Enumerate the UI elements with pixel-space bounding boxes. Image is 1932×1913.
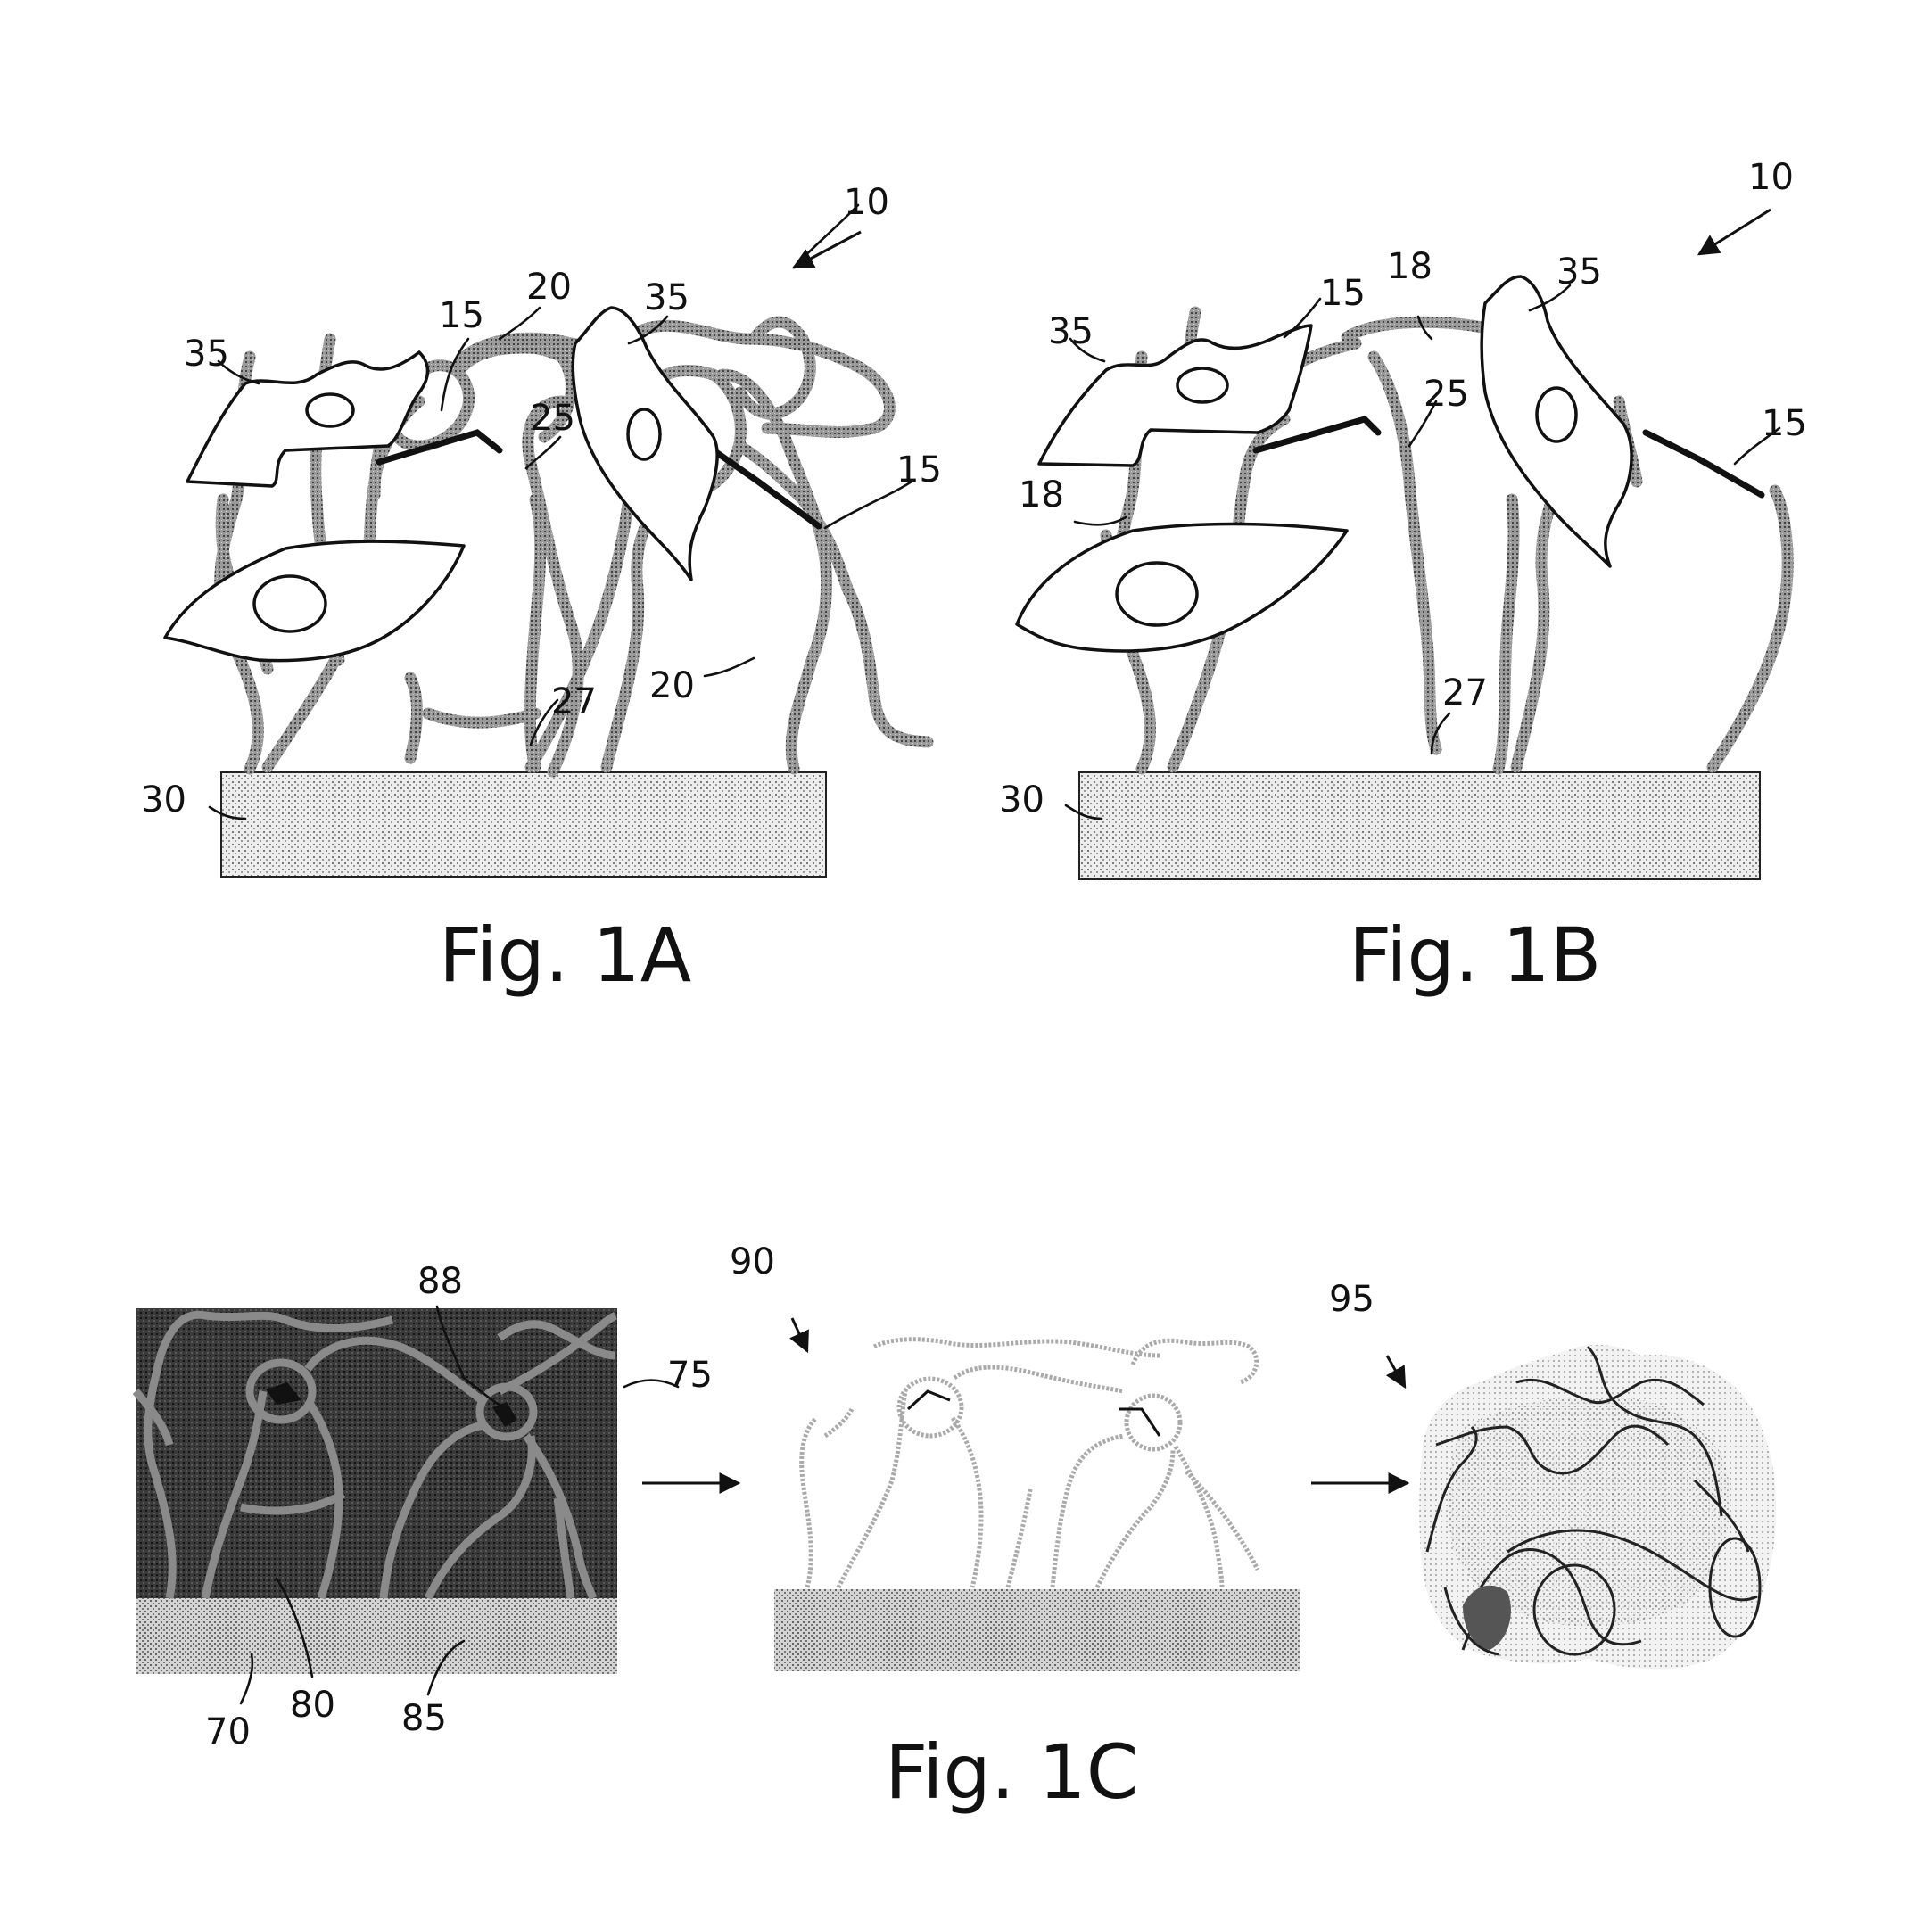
template-base-layer	[136, 1598, 617, 1674]
label-1a-substrate: 30	[141, 779, 186, 820]
label-1a-assembly: 10	[844, 182, 889, 223]
template-block	[136, 1308, 617, 1674]
figure-1b: 10 18 35 15 35 25 15 18 27 30 Fig. 1B	[999, 157, 1807, 999]
leaders-1b	[1066, 210, 1779, 819]
scaffold-crosslink-left	[908, 1391, 950, 1409]
reference-labels-1b: 10 18 35 15 35 25 15 18 27 30	[999, 157, 1807, 820]
label-1b-fiber-left: 18	[1019, 474, 1064, 515]
label-1a-cell-right: 35	[644, 277, 689, 318]
label-1b-crosslink-left: 15	[1320, 273, 1366, 314]
label-1a-network-top: 20	[526, 267, 572, 308]
cell-nucleus-1b-lower-left	[1117, 563, 1197, 625]
figure-1c: 88 75 70 80 85 90 95 Fig. 1C	[136, 1241, 1776, 1816]
caption-fig-1a: Fig. 1A	[439, 911, 691, 999]
scaffold-fibers	[802, 1340, 1258, 1587]
label-1b-cell-left: 35	[1048, 311, 1094, 352]
label-1a-cell-left: 35	[184, 334, 229, 375]
scaffold-panel	[774, 1340, 1300, 1671]
label-1c-channel: 80	[290, 1685, 335, 1726]
label-1b-fiber-top: 18	[1387, 246, 1432, 287]
label-1c-template: 75	[667, 1355, 713, 1396]
label-1c-scaffold: 90	[730, 1241, 775, 1282]
label-1b-anchor: 27	[1442, 672, 1488, 713]
cell-nucleus-1a-upper-left	[307, 394, 353, 426]
cell-nucleus-1b-right	[1537, 388, 1576, 441]
cell-nucleus-1a-lower-left	[254, 576, 326, 631]
label-1c-base: 70	[205, 1711, 251, 1752]
label-1b-fiber: 25	[1424, 374, 1469, 415]
label-1a-fiber: 25	[530, 398, 575, 439]
scaffold-crosslink-right	[1119, 1409, 1160, 1436]
label-1b-assembly: 10	[1748, 157, 1794, 198]
label-1a-crosslink-right: 15	[896, 449, 942, 491]
label-1a-crosslink-left: 15	[439, 295, 484, 336]
label-1c-collapsed: 95	[1329, 1279, 1375, 1320]
label-1c-layer: 85	[401, 1698, 447, 1739]
label-1b-crosslink-right: 15	[1762, 403, 1807, 444]
substrate-1b	[1079, 772, 1760, 879]
label-1a-anchor: 27	[551, 681, 597, 722]
label-1b-cell-right: 35	[1556, 251, 1602, 293]
collapsed-panel	[1419, 1345, 1776, 1670]
caption-fig-1b: Fig. 1B	[1349, 911, 1601, 999]
cell-nucleus-1a-right	[628, 409, 660, 459]
crosslink-1b-right	[1646, 433, 1762, 495]
cell-nucleus-1b-upper-left	[1177, 368, 1227, 402]
label-1a-network-side: 20	[649, 665, 695, 706]
label-1c-junction: 88	[417, 1261, 463, 1302]
caption-fig-1c: Fig. 1C	[885, 1728, 1138, 1816]
scaffold-substrate	[774, 1589, 1300, 1671]
figure-1a: 10 20 35 15 35 25 15 20 27 30 Fig. 1A	[141, 182, 942, 999]
substrate-1a	[221, 772, 826, 877]
label-1b-substrate: 30	[999, 779, 1044, 820]
template-matrix	[136, 1308, 617, 1598]
